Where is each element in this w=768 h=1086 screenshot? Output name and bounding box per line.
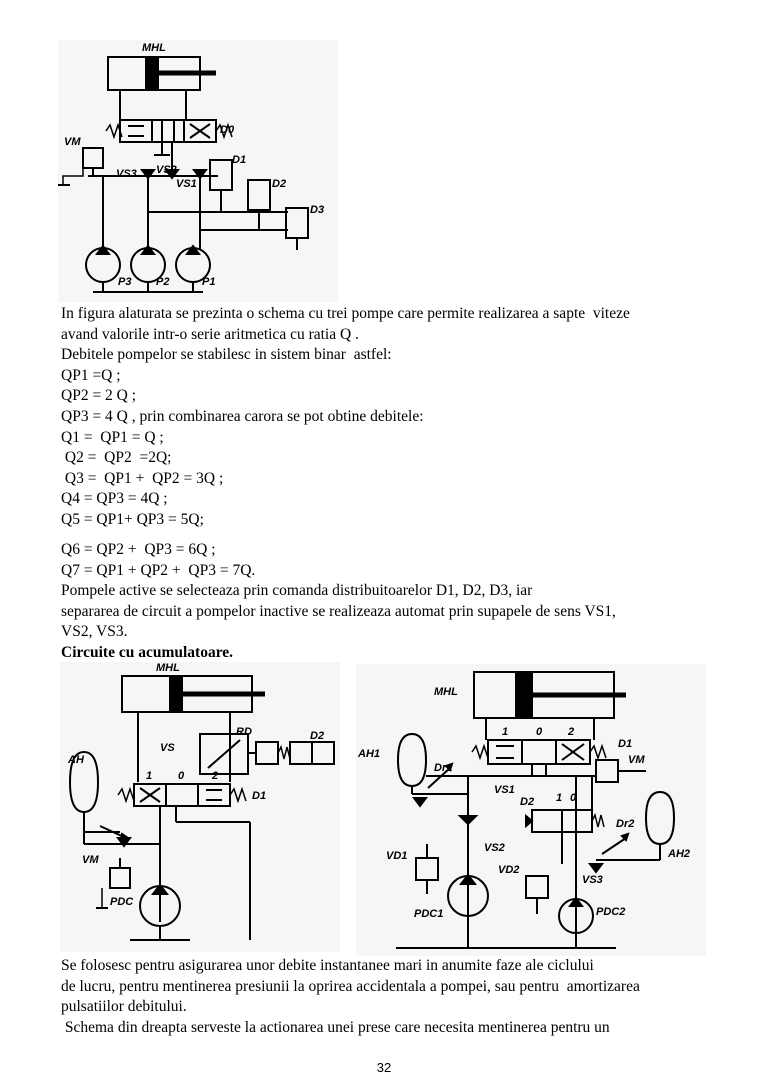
text-line: Q7 = QP1 + QP2 + QP3 = 7Q. [61, 561, 256, 579]
fig2-label-pdc: PDC [110, 896, 134, 908]
fig3-label-vd1: VD1 [386, 850, 408, 862]
fig1-label-p3: P3 [118, 276, 132, 288]
fig3-label-pdc2: PDC2 [596, 906, 626, 918]
fig1-label-vs3: VS3 [116, 168, 137, 180]
text-line: Debitele pompelor se stabilesc in sistem… [61, 346, 392, 364]
text-block-three-pumps: In figura alaturata se prezinta o schema… [61, 304, 721, 531]
fig2-label-d1: D1 [252, 790, 267, 802]
fig2-label-pos2: 2 [212, 770, 219, 782]
text-line: VS2, VS3. [61, 623, 128, 641]
fig2-label-ah: AH [68, 754, 84, 766]
fig3-label-pos0: 0 [536, 726, 543, 738]
fig3-label-ah2: AH2 [668, 848, 691, 860]
fig3-label-pos1: 1 [502, 726, 509, 738]
figure-accumulator-circuit-left: MHL VS RD D2 AH 1 0 2 D1 VM PDC [60, 662, 340, 952]
text-line: separarea de circuit a pompelor inactive… [61, 602, 616, 620]
fig2-label-mhl: MHL [156, 662, 180, 674]
figure-accumulator-circuit-right: MHL AH1 1 0 2 D1 Dr1 VS1 VM D2 1 0 Dr2 A… [356, 664, 706, 956]
fig1-label-p1: P1 [202, 276, 216, 288]
fig2-label-rd: RD [236, 726, 252, 738]
fig1-label-mhl: MHL [142, 42, 166, 54]
fig2-label-pos0: 0 [178, 770, 185, 782]
fig2-label-vs: VS [160, 742, 175, 754]
fig3-label-d2: D2 [520, 796, 535, 808]
fig3-label-vs1: VS1 [494, 784, 515, 796]
figure-three-pumps-schematic: MHL D0 VM VS3 VS2 VS1 D1 D2 D3 P3 P2 P1 [58, 40, 338, 302]
text-block-accumulators: Se folosesc pentru asigurarea unor debit… [61, 956, 721, 1038]
text-line: pulsatiilor debitului. [61, 998, 187, 1016]
text-line: Q2 = QP2 =2Q; [61, 449, 172, 467]
fig1-label-d0: D0 [220, 124, 235, 136]
fig1-label-vs2: VS2 [156, 164, 177, 176]
text-line: Q4 = QP3 = 4Q ; [61, 490, 168, 508]
fig3-label-vs2: VS2 [484, 842, 505, 854]
page-number: 32 [376, 1060, 392, 1075]
text-line: Schema din dreapta serveste la actionare… [61, 1018, 610, 1036]
text-line: Se folosesc pentru asigurarea unor debit… [61, 957, 594, 974]
text-line: QP3 = 4 Q , prin combinarea carora se po… [61, 407, 424, 425]
text-line: Pompele active se selecteaza prin comand… [61, 582, 533, 600]
text-line: QP2 = 2 Q ; [61, 387, 137, 405]
fig1-label-vs1: VS1 [176, 178, 197, 190]
text-line: Q1 = QP1 = Q ; [61, 428, 164, 446]
text-line: QP1 =Q ; [61, 366, 121, 384]
fig3-label-dr2: Dr2 [616, 818, 635, 830]
text-line: Q6 = QP2 + QP3 = 6Q ; [61, 541, 216, 558]
fig3-label-mhl: MHL [434, 686, 458, 698]
fig3-label-vs3: VS3 [582, 874, 603, 886]
fig3-label-d2-pos0: 0 [570, 792, 577, 804]
fig3-label-dr1: Dr1 [434, 762, 453, 774]
fig1-label-d2: D2 [272, 178, 287, 190]
text-line: In figura alaturata se prezinta o schema… [61, 305, 630, 322]
fig1-label-d1: D1 [232, 154, 247, 166]
fig1-label-vm: VM [64, 136, 81, 148]
fig2-label-vm: VM [82, 854, 99, 866]
fig3-label-d1: D1 [618, 738, 633, 750]
fig2-label-pos1: 1 [146, 770, 153, 782]
section-heading: Circuite cu acumulatoare. [61, 643, 234, 661]
text-line: avand valorile intr-o serie aritmetica c… [61, 325, 359, 343]
text-line: Q5 = QP1+ QP3 = 5Q; [61, 510, 204, 528]
fig1-label-d3: D3 [310, 204, 325, 216]
text-block-flow-combinations: Q6 = QP2 + QP3 = 6Q ; Q7 = QP1 + QP2 + Q… [61, 540, 721, 664]
fig2-label-d2: D2 [310, 730, 325, 742]
fig3-label-d2-pos1: 1 [556, 792, 563, 804]
fig3-label-vd2: VD2 [498, 864, 520, 876]
fig3-label-pdc1: PDC1 [414, 908, 444, 920]
text-line: de lucru, pentru mentinerea presiunii la… [61, 977, 640, 995]
fig3-label-pos2: 2 [568, 726, 575, 738]
text-line: Q3 = QP1 + QP2 = 3Q ; [61, 469, 224, 487]
fig1-label-p2: P2 [156, 276, 170, 288]
fig3-label-ah1: AH1 [358, 748, 381, 760]
fig3-label-vm: VM [628, 754, 645, 766]
